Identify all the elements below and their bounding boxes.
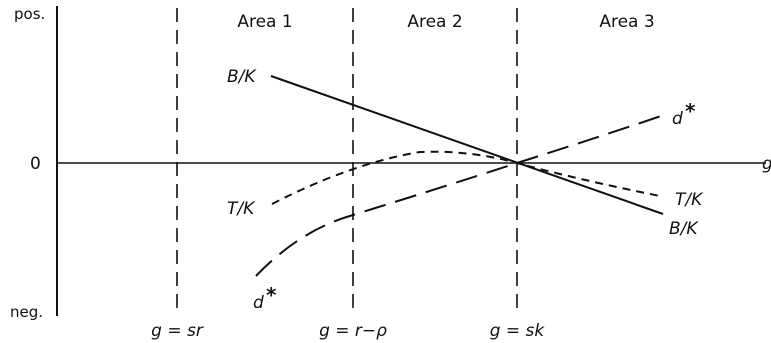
y-axis-neg-label: neg. xyxy=(10,303,43,321)
boundary-label-sk: g = sk xyxy=(490,321,546,341)
area-1-label: Area 1 xyxy=(237,12,292,32)
d-star-curve xyxy=(255,114,665,277)
tk-label-right: T/K xyxy=(675,190,704,210)
boundary-label-r-rho: g = r−ρ xyxy=(319,321,387,341)
area-2-label: Area 2 xyxy=(407,12,462,32)
area-3-label: Area 3 xyxy=(599,12,654,32)
bk-curve xyxy=(270,75,664,215)
d-label-right: d xyxy=(672,109,683,129)
tk-curve xyxy=(271,150,661,205)
tk-label-left: T/K xyxy=(227,199,256,219)
d-star-left: * xyxy=(266,283,277,307)
bk-label-right: B/K xyxy=(669,219,699,239)
x-axis-g-label: g xyxy=(762,154,771,174)
d-star-right: * xyxy=(685,99,696,123)
y-axis-zero-label: 0 xyxy=(30,154,41,174)
boundary-label-sr: g = sr xyxy=(151,321,204,341)
y-axis-pos-label: pos. xyxy=(14,5,45,23)
d-label-left: d xyxy=(253,293,264,313)
bk-label-left: B/K xyxy=(227,67,257,87)
